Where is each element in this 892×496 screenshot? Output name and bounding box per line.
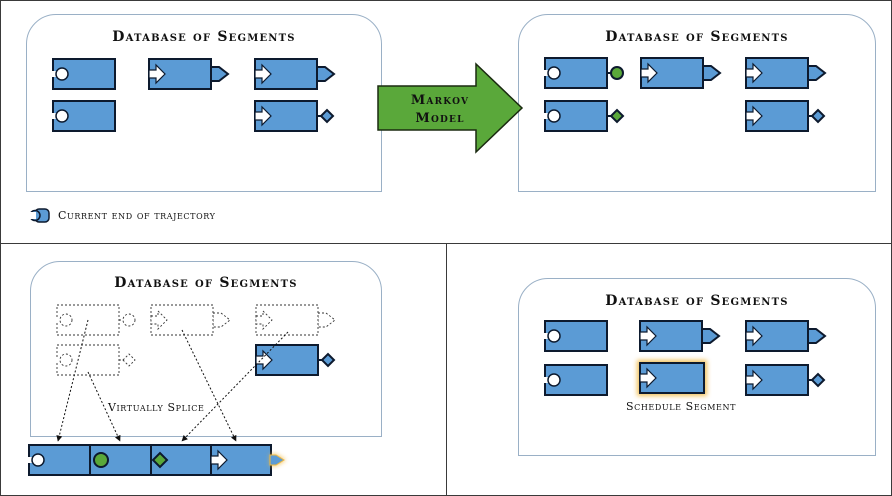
database-box-top-right: Database of Segments bbox=[518, 14, 876, 192]
database-title: Database of Segments bbox=[605, 293, 789, 309]
database-title: Database of Segments bbox=[605, 29, 789, 45]
legend-text: Current end of trajectory bbox=[58, 209, 216, 222]
database-box-bottom-left: Database of Segments bbox=[30, 261, 382, 437]
database-box-top-left: Database of Segments bbox=[26, 14, 382, 192]
database-box-bottom-right: Database of Segments bbox=[518, 278, 876, 456]
virtually-splice-caption: Virtually Splice bbox=[108, 401, 205, 414]
database-title: Database of Segments bbox=[114, 275, 298, 291]
schedule-segment-caption: Schedule Segment bbox=[626, 400, 737, 413]
database-title: Database of Segments bbox=[112, 29, 296, 45]
